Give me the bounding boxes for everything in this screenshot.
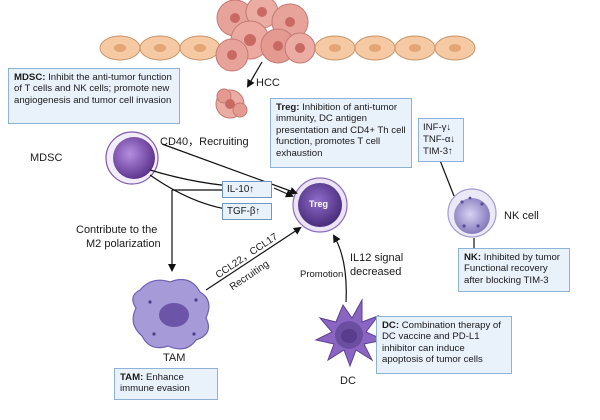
il10-box: IL-10↑: [222, 181, 272, 198]
tam-to-treg-arrow: [205, 226, 302, 291]
mdsc-label: MDSC: [30, 152, 63, 164]
dc-cell: [314, 298, 386, 368]
treg-info-box: Treg: Inhibition of anti-tumor immunity,…: [270, 98, 412, 168]
nk-marker-tim3: TIM-3↑: [423, 146, 453, 157]
tam-cell: [132, 279, 210, 350]
mdsc-info-box: MDSC: Inhibit the anti-tumor function of…: [8, 68, 180, 124]
mdsc-cell: [105, 131, 159, 185]
m2-label-line1: Contribute to the: [76, 224, 158, 236]
il12-label-line1: IL12 signal: [350, 252, 404, 264]
cd40-arrow: [161, 143, 298, 195]
treg-cell: [292, 177, 348, 233]
dc-label: DC: [340, 375, 356, 387]
promotion-label: Promotion: [300, 269, 344, 280]
nk-cell: [447, 188, 497, 238]
treg-box-text: Inhibition of anti-tumor immunity, DC an…: [276, 102, 406, 159]
tgfb-box: TGF-β↑: [222, 203, 272, 220]
dc-to-treg-arrow: [332, 234, 347, 303]
nk-box-title: NK:: [464, 252, 482, 263]
nk-markers-box: INF-γ↓ TNF-α↓ TIM-3↑: [418, 118, 464, 162]
tam-box-title: TAM:: [120, 372, 144, 383]
tam-info-box: TAM: Enhance immune evasion: [114, 368, 218, 400]
treg-box-title: Treg:: [276, 102, 300, 113]
dc-box-title: DC:: [382, 320, 400, 331]
cd40-label: CD40，Recruiting: [160, 136, 249, 148]
mdsc-box-text: Inhibit the anti-tumor function of T cel…: [14, 72, 172, 106]
il10-to-treg-arrow: [273, 187, 294, 198]
dc-box-text: Combination therapy of DC vaccine and PD…: [382, 320, 501, 366]
hcc-cell: [215, 88, 248, 119]
tumor-cluster: [215, 0, 316, 72]
nk-box-text: Inhibited by tumor Functional recovery a…: [464, 252, 560, 286]
m2-label-line2: M2 polarization: [86, 238, 161, 250]
hcc-label: HCC: [256, 77, 280, 89]
mdsc-box-title: MDSC:: [14, 72, 46, 83]
nk-marker-ifn: INF-γ↓: [423, 122, 452, 133]
nk-label: NK cell: [504, 210, 539, 222]
tam-label: TAM: [163, 352, 186, 364]
dc-info-box: DC: Combination therapy of DC vaccine an…: [376, 316, 512, 374]
treg-label: Treg: [309, 199, 329, 209]
hcc-arrow: [246, 61, 263, 88]
il12-label-line2: decreased: [350, 266, 402, 278]
tam-box-text: Enhance immune evasion: [120, 372, 190, 395]
nk-info-box: NK: Inhibited by tumor Functional recove…: [458, 248, 570, 292]
epithelium-layer: [99, 35, 476, 61]
nk-marker-tnf: TNF-α↓: [423, 134, 456, 145]
